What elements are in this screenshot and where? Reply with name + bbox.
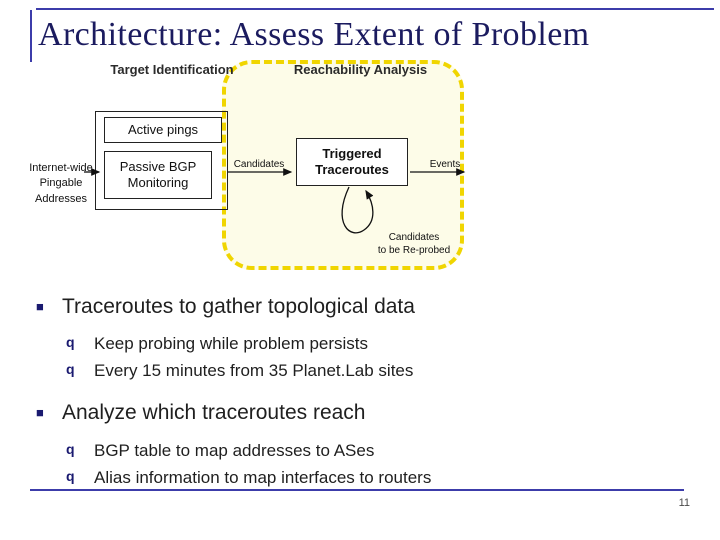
reprobe-candidates-label: Candidates to be Re-probed xyxy=(377,232,451,256)
triggered-traceroutes-box: Triggered Traceroutes xyxy=(296,138,408,186)
sub-bullet-icon: q xyxy=(66,440,75,457)
sub-bullet-item: q Every 15 minutes from 35 Planet.Lab si… xyxy=(66,357,696,384)
internet-wide-addresses-label: Internet-wide Pingable Addresses xyxy=(29,162,93,205)
square-bullet-icon: ■ xyxy=(36,299,44,314)
events-arrow-label: Events xyxy=(429,159,461,170)
top-rule xyxy=(36,8,714,10)
reachability-analysis-label: Reachability Analysis xyxy=(293,62,428,77)
active-pings-box: Active pings xyxy=(104,117,222,143)
sub-bullet-icon: q xyxy=(66,361,75,378)
candidates-arrow-label: Candidates xyxy=(233,159,285,170)
sub-bullet-icon: q xyxy=(66,334,75,351)
sub-bullet-text: Alias information to map interfaces to r… xyxy=(94,467,432,487)
square-bullet-icon: ■ xyxy=(36,405,44,421)
passive-bgp-monitoring-box: Passive BGP Monitoring xyxy=(104,151,212,199)
sub-bullet-text: BGP table to map addresses to ASes xyxy=(94,440,375,460)
target-identification-label: Target Identification xyxy=(110,62,234,77)
bottom-rule xyxy=(30,489,684,491)
bullet-text: Analyze which traceroutes reach xyxy=(62,401,366,425)
title-left-rule xyxy=(30,10,32,62)
sub-bullet-text: Every 15 minutes from 35 Planet.Lab site… xyxy=(94,361,414,381)
sub-bullet-text: Keep probing while problem persists xyxy=(94,334,369,354)
bullet-group: ■ Traceroutes to gather topological data… xyxy=(36,294,696,384)
bullet-item: ■ Analyze which traceroutes reach xyxy=(36,400,696,426)
sub-bullet-item: q BGP table to map addresses to ASes xyxy=(66,437,696,464)
bullet-group: ■ Analyze which traceroutes reach q BGP … xyxy=(36,400,696,490)
page-number: 11 xyxy=(678,497,690,509)
bullet-text: Traceroutes to gather topological data xyxy=(62,295,415,318)
bullet-list: ■ Traceroutes to gather topological data… xyxy=(36,294,696,507)
sub-bullet-item: q Keep probing while problem persists xyxy=(66,330,696,357)
target-identification-group-box xyxy=(95,111,228,210)
bullet-item: ■ Traceroutes to gather topological data xyxy=(36,294,696,320)
sub-bullet-item: q Alias information to map interfaces to… xyxy=(66,464,696,491)
sub-bullet-icon: q xyxy=(66,467,75,484)
page-title: Architecture: Assess Extent of Problem xyxy=(38,16,590,53)
